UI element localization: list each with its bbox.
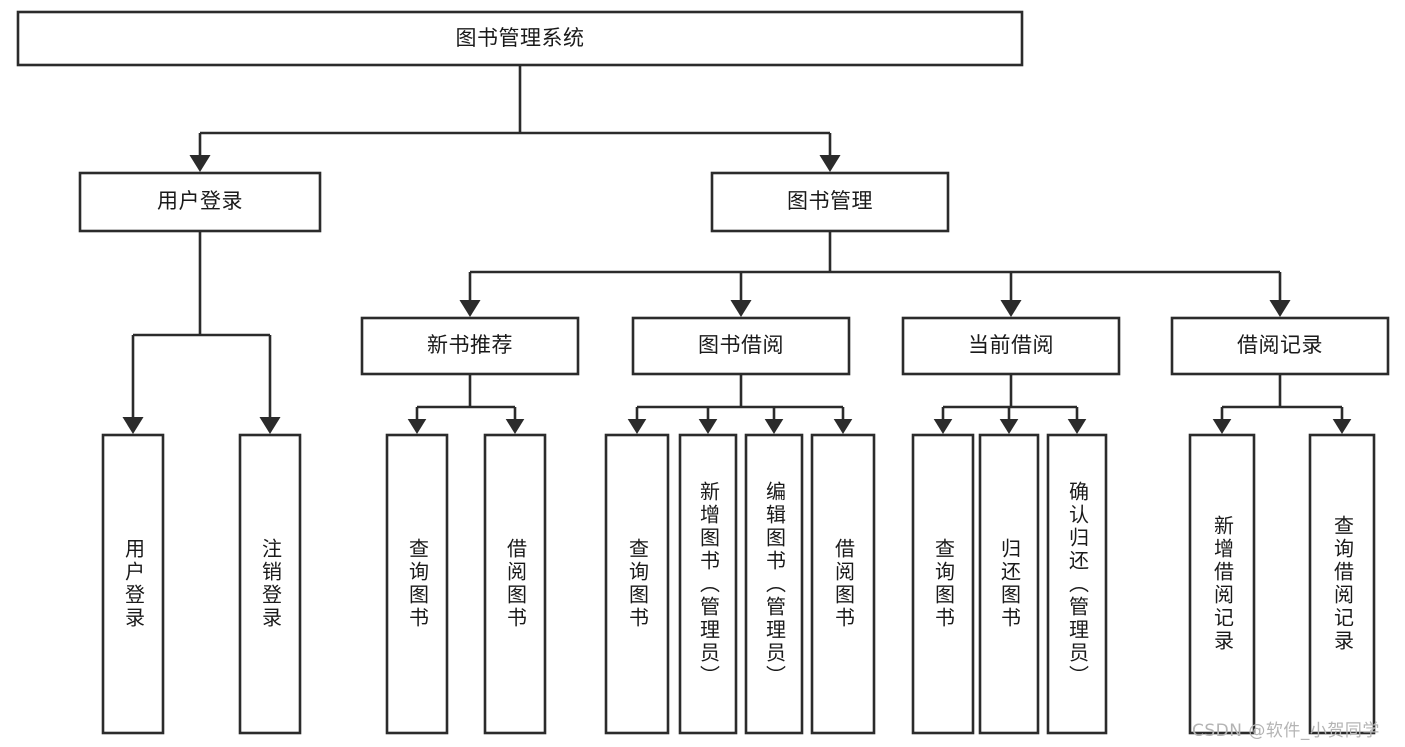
arrow-head-icon-to-current-borrow xyxy=(1000,300,1022,317)
node-box-book-borrow xyxy=(631,316,851,376)
node-box-user-login xyxy=(78,171,322,233)
arrow-head-icon-to-leaf-add-book xyxy=(698,419,718,434)
node-box-leaf-add-record xyxy=(1188,433,1256,735)
arrow-head-icon-to-leaf-logout xyxy=(259,417,281,434)
arrow-head-icon-to-leaf-borrow-book-2 xyxy=(833,419,853,434)
arrow-head-icon-to-leaf-edit-book xyxy=(764,419,784,434)
node-box-new-book-rec xyxy=(360,316,580,376)
arrow-head-icon-to-book-borrow xyxy=(730,300,752,317)
node-box-leaf-borrow-book-2 xyxy=(810,433,876,735)
node-box-undefined xyxy=(16,10,1024,67)
csdn-watermark: CSDN @软件_小贺同学 xyxy=(1192,721,1380,741)
node-box-book-manage xyxy=(710,171,950,233)
arrow-head-icon-to-leaf-query-book-3 xyxy=(933,419,953,434)
node-box-leaf-query-book-3 xyxy=(911,433,975,735)
arrow-head-icon-to-leaf-return-book xyxy=(999,419,1019,434)
arrow-head-icon-to-user-login xyxy=(189,155,211,172)
arrow-head-icon-to-leaf-query-record xyxy=(1332,419,1352,434)
node-box-leaf-confirm-return xyxy=(1046,433,1108,735)
box-layer xyxy=(16,10,1390,735)
connector-layer xyxy=(122,65,1352,434)
arrow-head-icon-to-borrow-record xyxy=(1269,300,1291,317)
node-box-current-borrow xyxy=(901,316,1121,376)
arrow-head-icon-to-new-book-rec xyxy=(459,300,481,317)
node-box-leaf-query-record xyxy=(1308,433,1376,735)
node-box-leaf-edit-book xyxy=(744,433,804,735)
arrow-head-icon-to-leaf-user-login xyxy=(122,417,144,434)
node-box-leaf-query-book-2 xyxy=(604,433,670,735)
node-box-leaf-return-book xyxy=(978,433,1040,735)
node-box-leaf-borrow-book-1 xyxy=(483,433,547,735)
arrow-head-icon-to-leaf-query-book-2 xyxy=(627,419,647,434)
node-box-leaf-logout xyxy=(238,433,302,735)
arrow-head-icon-to-leaf-confirm-return xyxy=(1067,419,1087,434)
arrow-head-icon-to-leaf-borrow-book-1 xyxy=(505,419,525,434)
arrow-head-icon-to-book-manage xyxy=(819,155,841,172)
node-box-leaf-query-book-1 xyxy=(385,433,449,735)
node-box-leaf-user-login xyxy=(101,433,165,735)
node-box-leaf-add-book xyxy=(678,433,738,735)
node-box-borrow-record xyxy=(1170,316,1390,376)
arrow-head-icon-to-leaf-query-book-1 xyxy=(407,419,427,434)
arrow-head-icon-to-leaf-add-record xyxy=(1212,419,1232,434)
